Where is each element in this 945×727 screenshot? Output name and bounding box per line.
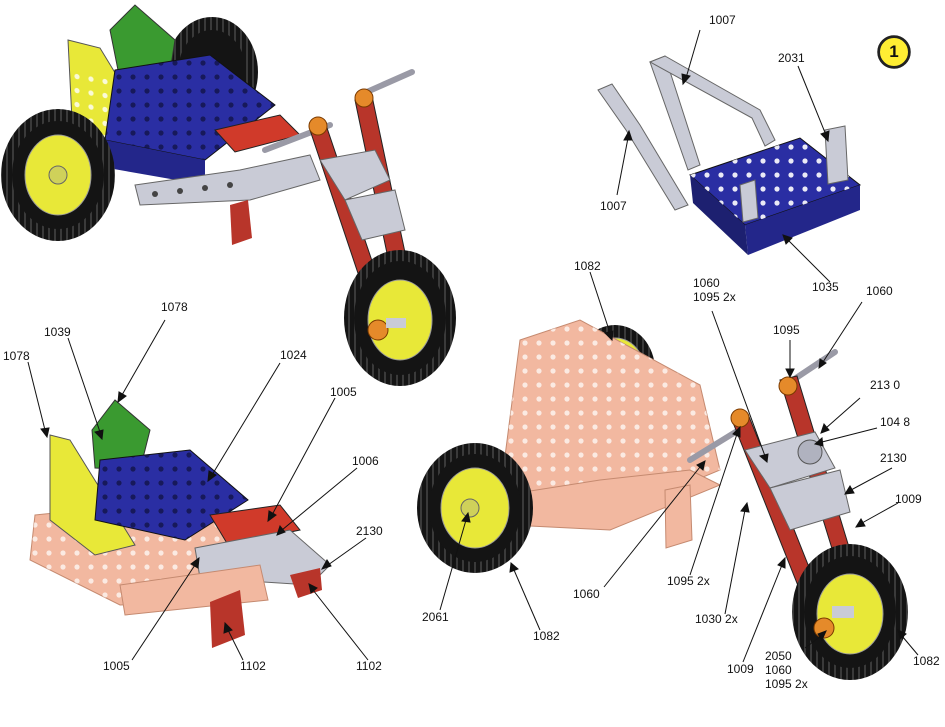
part-label-1082-top: 1082 — [574, 259, 601, 273]
part-label-1060-a: 1060 — [693, 276, 720, 290]
part-label-1095-a: 1095 2x — [693, 290, 736, 304]
part-label-1039: 1039 — [44, 325, 71, 339]
part-label-1095-b: 1095 — [773, 323, 800, 337]
part-label-1082-bottom: 1082 — [533, 629, 560, 643]
part-label-1030: 1030 2x — [695, 612, 738, 626]
part-label-2130-b: 2130 — [880, 451, 907, 465]
red-bracket — [230, 200, 252, 245]
part-label-2031: 2031 — [778, 51, 805, 65]
red-strip-1006 — [209, 504, 301, 546]
step-number-badge: 1 — [878, 36, 910, 68]
ghost-trike-illustration — [417, 319, 908, 680]
part-label-2130-a: 213 0 — [870, 378, 901, 392]
part-label-1082-right: 1082 — [913, 654, 940, 668]
leader-lines — [27, 29, 919, 663]
part-label-1060-bottom: 1060 — [765, 663, 792, 677]
red-bracket-1102 — [210, 590, 245, 648]
part-label-1060-mid: 1060 — [573, 587, 600, 601]
part-label-2050: 2050 — [765, 649, 792, 663]
silver-strip-1007-left — [597, 83, 689, 211]
part-label-1095-c: 1095 2x — [667, 574, 710, 588]
silver-strip-1007 — [648, 55, 776, 147]
front-left-wheel-illustration — [1, 109, 115, 241]
rear-wheel-1082-illustration — [792, 544, 908, 680]
silver-bracket-2031 — [824, 125, 849, 185]
part-label-1009-bottom: 1009 — [727, 662, 754, 676]
completed-trike-illustration — [1, 4, 456, 386]
part-label-1102-right: 1102 — [356, 659, 382, 673]
part-label-1006: 1006 — [352, 454, 379, 468]
part-label-1007-left: 1007 — [600, 199, 627, 213]
front-wheel-2061-illustration — [417, 443, 533, 573]
chassis-subassembly-illustration — [29, 399, 331, 648]
rear-wheel-illustration — [344, 250, 456, 386]
part-label-1060-top: 1060 — [866, 284, 893, 298]
part-label-1005-top: 1005 — [330, 385, 357, 399]
part-label-1048: 104 8 — [880, 415, 911, 429]
part-label-1078-left: 1078 — [3, 349, 30, 363]
seat-subassembly-illustration — [597, 55, 862, 255]
part-label-1024: 1024 — [280, 348, 307, 362]
part-label-1095-d: 1095 2x — [765, 677, 808, 691]
part-label-2130-c: 2130 — [356, 524, 383, 538]
part-label-1102-left: 1102 — [240, 659, 266, 673]
part-label-1005-bottom: 1005 — [103, 659, 130, 673]
yellow-plate-1078 — [49, 434, 136, 556]
blue-plate-side — [105, 140, 205, 185]
part-label-1009-right: 1009 — [895, 492, 922, 506]
part-label-1035: 1035 — [812, 280, 839, 294]
green-plate-1039 — [91, 399, 151, 471]
part-label-1078-top: 1078 — [161, 300, 188, 314]
part-label-1007-top: 1007 — [709, 13, 736, 27]
part-label-2061: 2061 — [422, 610, 449, 624]
